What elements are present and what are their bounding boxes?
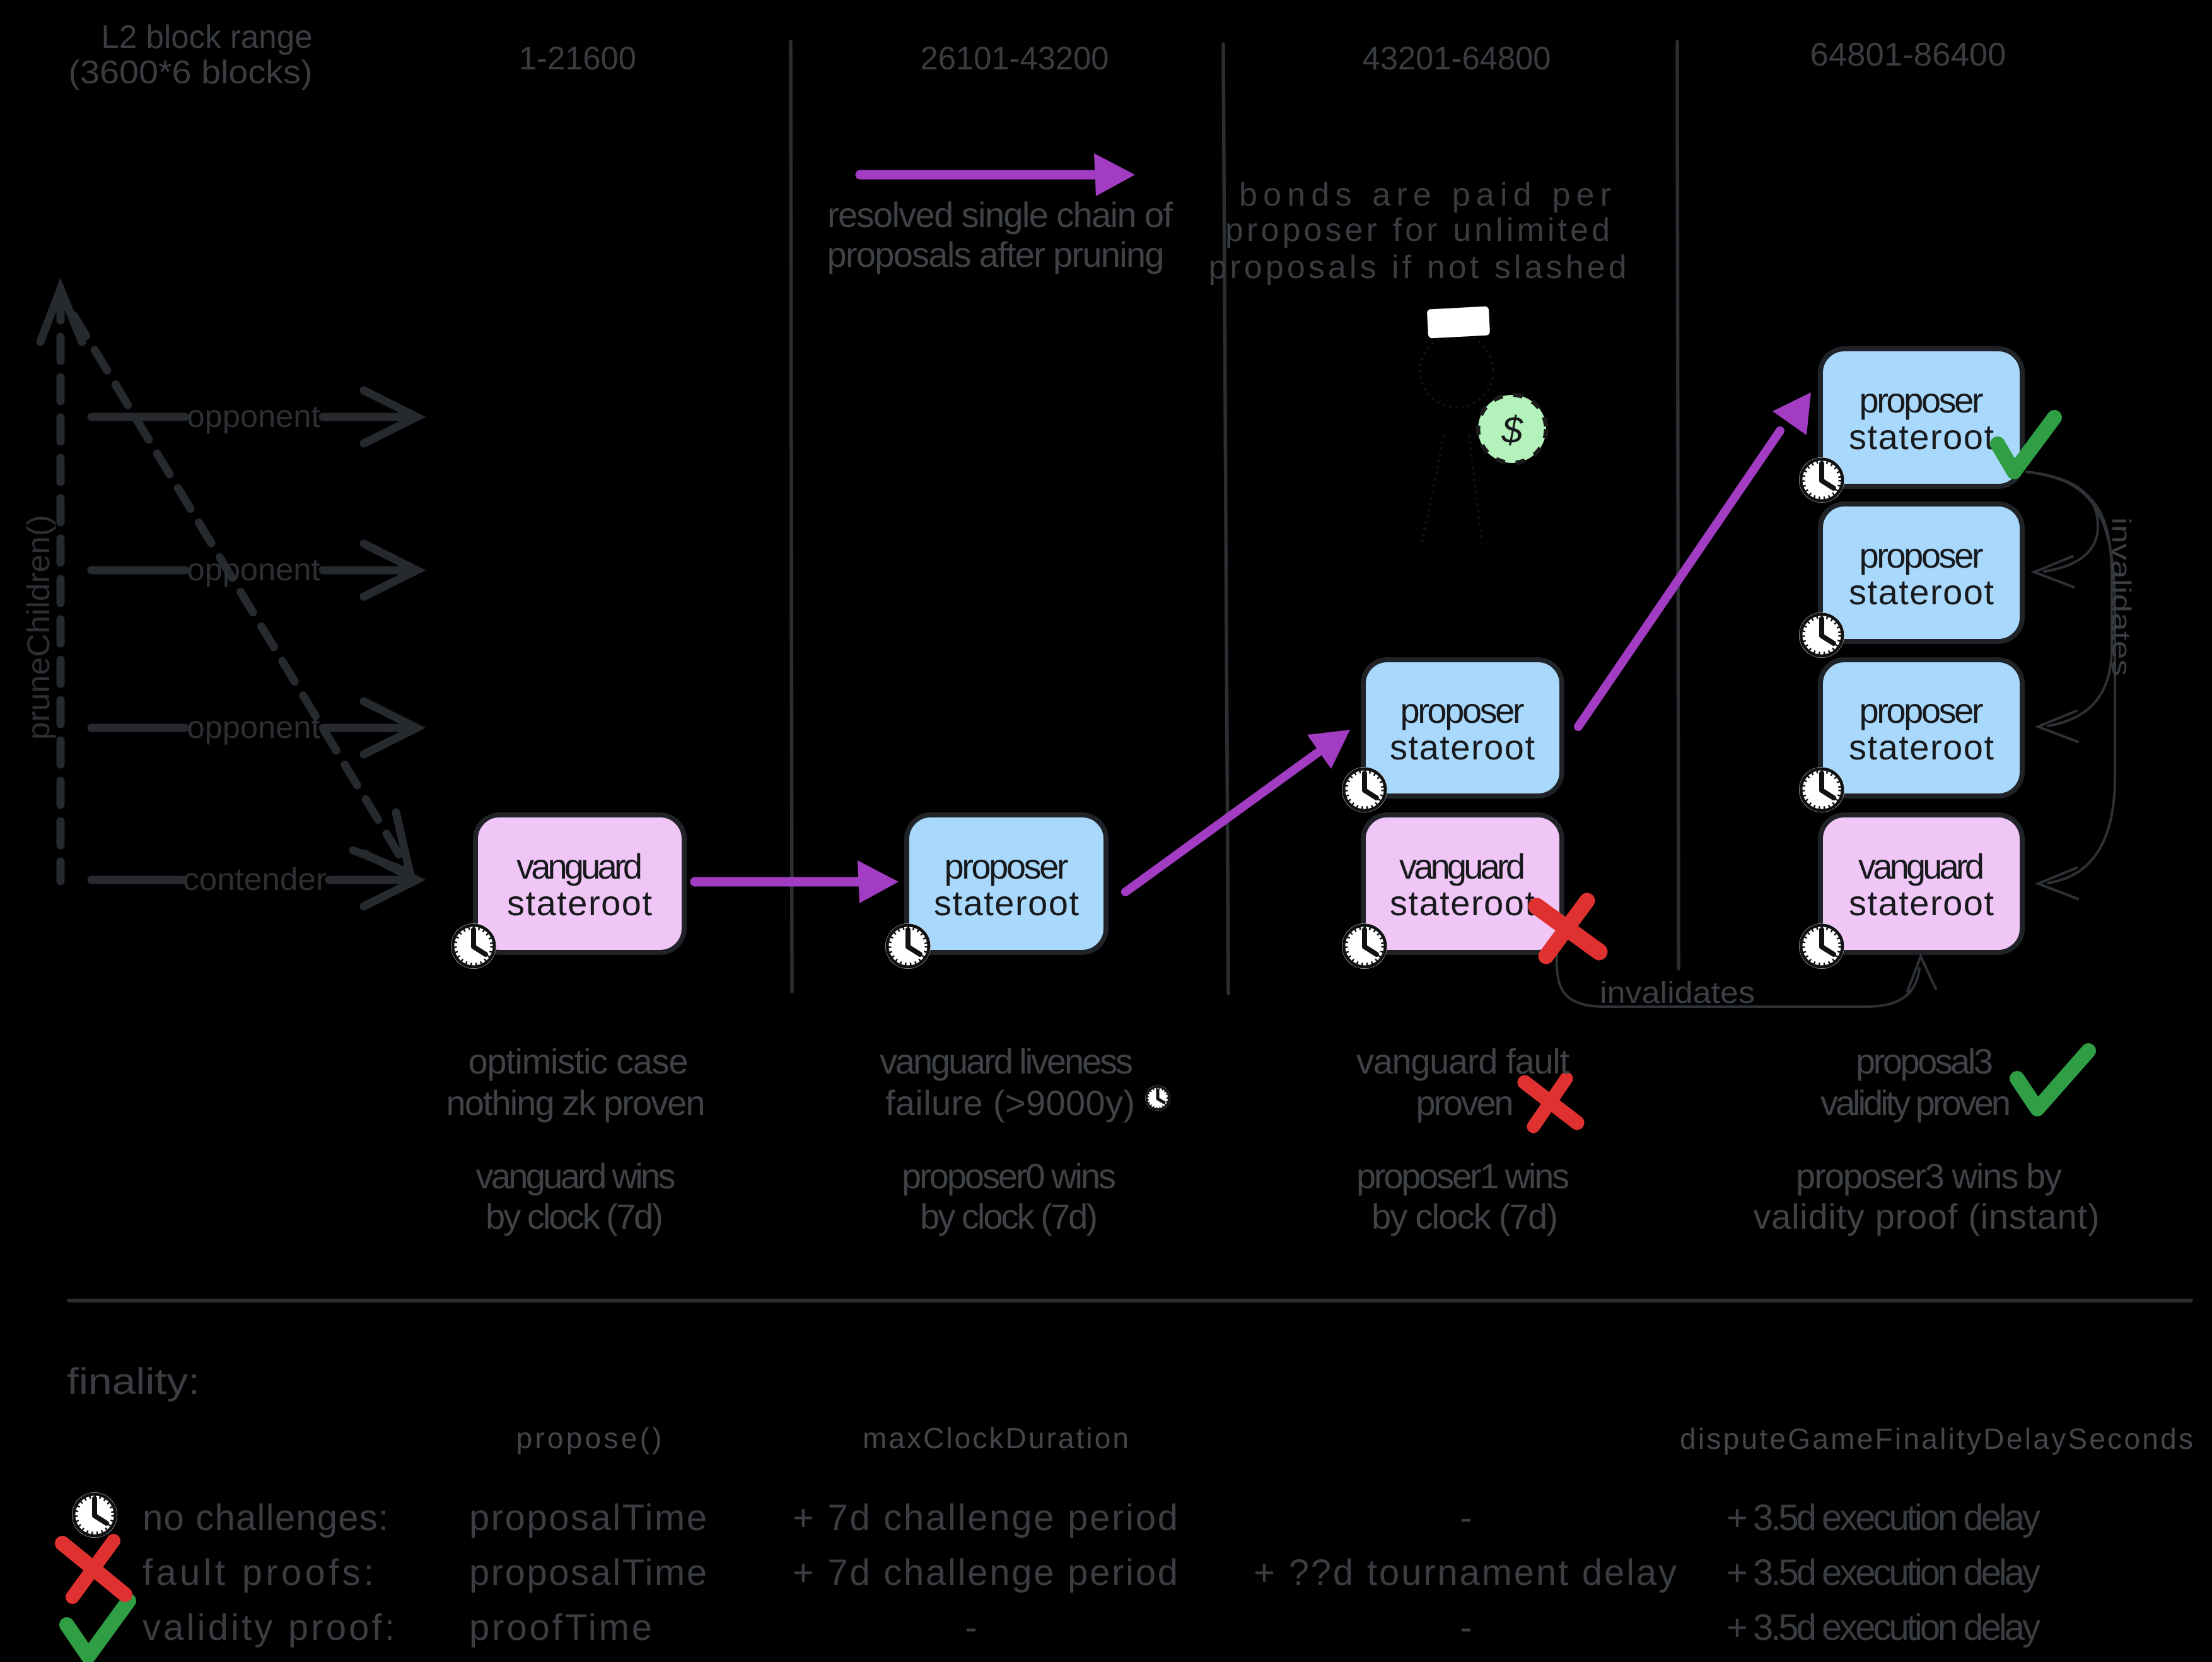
svg-text:proposal3: proposal3 xyxy=(1856,1041,1993,1081)
svg-text:proposer: proposer xyxy=(1860,380,1984,420)
svg-text:stateroot: stateroot xyxy=(1849,883,1994,923)
svg-text:1-21600: 1-21600 xyxy=(519,40,636,77)
svg-text:proposer: proposer xyxy=(1400,691,1525,730)
svg-text:vanguard: vanguard xyxy=(516,846,643,886)
svg-text:43201-64800: 43201-64800 xyxy=(1363,40,1551,77)
svg-text:vanguard: vanguard xyxy=(1858,846,1984,886)
svg-text:stateroot: stateroot xyxy=(1390,727,1535,767)
svg-text:$: $ xyxy=(1501,409,1523,451)
svg-text:vanguard: vanguard xyxy=(1399,846,1525,886)
svg-text:+ 7d challenge period: + 7d challenge period xyxy=(793,1552,1178,1593)
svg-text:proposals after pruning: proposals after pruning xyxy=(827,235,1165,274)
svg-text:fault proofs:: fault proofs: xyxy=(143,1552,374,1593)
svg-text:+ 3.5d execution delay: + 3.5d execution delay xyxy=(1726,1607,2040,1648)
svg-text:failure (>9000y): failure (>9000y) xyxy=(885,1083,1135,1123)
svg-text:proposer: proposer xyxy=(1860,691,1984,730)
svg-text:proposer: proposer xyxy=(1860,535,1984,575)
svg-text:+ 3.5d execution delay: + 3.5d execution delay xyxy=(1726,1497,2040,1538)
svg-text:pruneChildren(): pruneChildren() xyxy=(21,515,56,740)
svg-text:proposalTime: proposalTime xyxy=(469,1552,707,1593)
svg-text:invalidates: invalidates xyxy=(2107,517,2136,676)
svg-text:opponent: opponent xyxy=(187,399,320,434)
svg-text:optimistic case: optimistic case xyxy=(469,1041,689,1081)
svg-text:by clock (7d): by clock (7d) xyxy=(1371,1197,1558,1236)
svg-text:contender: contender xyxy=(183,862,327,897)
svg-text:opponent: opponent xyxy=(187,710,320,745)
svg-text:by clock (7d): by clock (7d) xyxy=(920,1197,1098,1236)
svg-text:stateroot: stateroot xyxy=(507,883,652,923)
svg-text:resolved single chain of: resolved single chain of xyxy=(827,195,1173,235)
svg-text:proofTime: proofTime xyxy=(469,1607,652,1648)
svg-text:-: - xyxy=(1460,1607,1472,1648)
svg-text:stateroot: stateroot xyxy=(1849,572,1994,612)
svg-text:opponent: opponent xyxy=(187,552,320,587)
svg-text:maxClockDuration: maxClockDuration xyxy=(863,1422,1129,1454)
svg-text:vanguard fault: vanguard fault xyxy=(1356,1041,1569,1081)
svg-text:+ 3.5d execution delay: + 3.5d execution delay xyxy=(1726,1552,2040,1593)
svg-text:invalidates: invalidates xyxy=(1600,976,1755,1010)
svg-text:validity proven: validity proven xyxy=(1820,1083,2011,1123)
svg-text:proposer3 wins by: proposer3 wins by xyxy=(1796,1156,2062,1196)
svg-text:-: - xyxy=(965,1607,977,1648)
svg-text:validity proof:: validity proof: xyxy=(143,1607,395,1648)
svg-text:(3600*6 blocks): (3600*6 blocks) xyxy=(69,54,313,91)
svg-text:+ ??d tournament delay: + ??d tournament delay xyxy=(1254,1552,1677,1593)
svg-text:stateroot: stateroot xyxy=(1390,883,1535,923)
svg-text:no challenges:: no challenges: xyxy=(143,1497,388,1538)
svg-text:stateroot: stateroot xyxy=(1849,727,1994,767)
svg-text:vanguard wins: vanguard wins xyxy=(476,1156,676,1196)
svg-text:-: - xyxy=(1460,1497,1472,1538)
svg-text:proposer0 wins: proposer0 wins xyxy=(902,1156,1116,1196)
svg-text:nothing zk proven: nothing zk proven xyxy=(446,1083,706,1123)
svg-text:26101-43200: 26101-43200 xyxy=(921,40,1109,77)
svg-text:propose(): propose() xyxy=(516,1422,662,1454)
svg-text:stateroot: stateroot xyxy=(1849,417,1994,457)
svg-text:bonds are paid per: bonds are paid per xyxy=(1239,177,1611,213)
svg-text:L2 block range: L2 block range xyxy=(102,19,313,56)
svg-text:vanguard liveness: vanguard liveness xyxy=(880,1041,1133,1081)
svg-text:proposer for unlimited: proposer for unlimited xyxy=(1225,212,1610,249)
svg-text:proposer1 wins: proposer1 wins xyxy=(1356,1156,1569,1196)
svg-text:64801-86400: 64801-86400 xyxy=(1810,37,2006,73)
svg-text:proposals if not slashed: proposals if not slashed xyxy=(1209,249,1627,286)
svg-text:proposer: proposer xyxy=(945,846,1069,886)
svg-text:stateroot: stateroot xyxy=(934,883,1079,923)
svg-text:+ 7d challenge period: + 7d challenge period xyxy=(793,1497,1178,1538)
svg-text:validity proof (instant): validity proof (instant) xyxy=(1754,1197,2100,1236)
svg-text:disputeGameFinalityDelaySecond: disputeGameFinalityDelaySeconds xyxy=(1680,1422,2193,1455)
svg-text:proposalTime: proposalTime xyxy=(469,1497,707,1538)
svg-text:finality:: finality: xyxy=(67,1361,200,1402)
svg-text:proven: proven xyxy=(1416,1083,1514,1123)
svg-text:by clock (7d): by clock (7d) xyxy=(486,1197,663,1236)
